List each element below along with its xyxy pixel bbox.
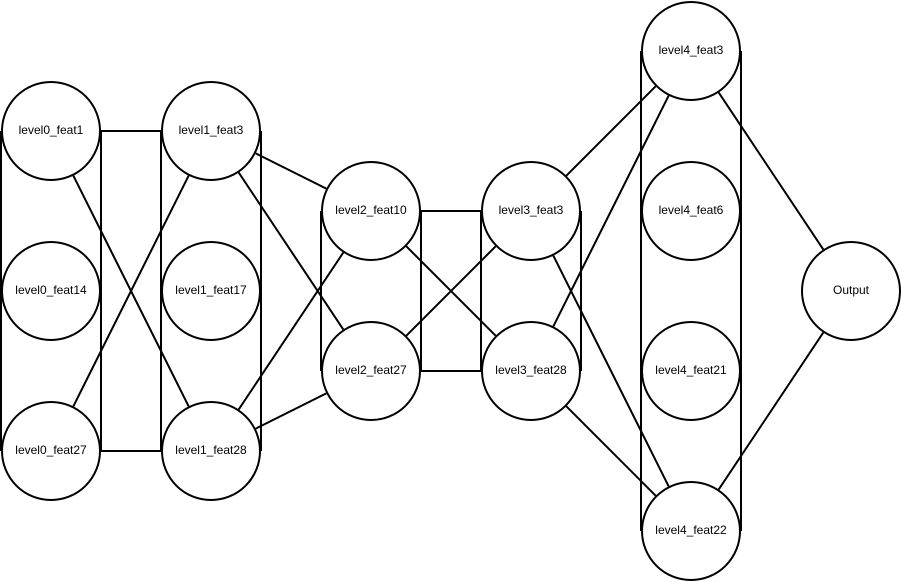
- node-l4_f3: level4_feat3: [641, 1, 741, 101]
- edge-l3_f28-to-l4_f3: [552, 95, 670, 327]
- node-circle: [321, 321, 421, 421]
- node-label: level2_feat10: [335, 203, 407, 217]
- node-circle: [161, 81, 261, 181]
- node-label: level1_feat28: [175, 443, 247, 457]
- node-l4_f21: level4_feat21: [641, 321, 741, 421]
- edge-l1_f3-to-l2_f10: [255, 152, 327, 190]
- node-label: level3_feat3: [499, 203, 564, 217]
- edge-l4_f3-to-out: [717, 92, 825, 250]
- node-label: level4_feat6: [659, 203, 724, 217]
- edge-l3_f3-to-l4_f22: [552, 255, 670, 487]
- node-circle: [161, 401, 261, 501]
- edge-l3_f28-to-l4_f22: [565, 405, 657, 497]
- node-l1_f17: level1_feat17: [161, 241, 261, 341]
- node-l2_f10: level2_feat10: [321, 161, 421, 261]
- node-l2_f27: level2_feat27: [321, 321, 421, 421]
- node-circle: [641, 481, 741, 581]
- node-l1_f3: level1_feat3: [161, 81, 261, 181]
- node-label: level2_feat27: [335, 363, 407, 377]
- node-label: Output: [833, 283, 870, 297]
- edges-layer: [0, 51, 825, 531]
- node-circle: [1, 241, 101, 341]
- node-circle: [481, 321, 581, 421]
- node-circle: [161, 241, 261, 341]
- node-circle: [641, 161, 741, 261]
- node-l0_f14: level0_feat14: [1, 241, 101, 341]
- node-label: level4_feat21: [655, 363, 727, 377]
- edge-l1_f28-to-l2_f10: [237, 252, 345, 410]
- node-label: level0_feat27: [15, 443, 87, 457]
- node-label: level4_feat22: [655, 523, 727, 537]
- node-l3_f28: level3_feat28: [481, 321, 581, 421]
- node-l4_f6: level4_feat6: [641, 161, 741, 261]
- node-l0_f27: level0_feat27: [1, 401, 101, 501]
- node-label: level1_feat17: [175, 283, 247, 297]
- edge-l3_f3-to-l4_f3: [565, 85, 657, 177]
- node-circle: [481, 161, 581, 261]
- node-label: level0_feat14: [15, 283, 87, 297]
- node-l1_f28: level1_feat28: [161, 401, 261, 501]
- node-circle: [641, 1, 741, 101]
- node-label: level1_feat3: [179, 123, 244, 137]
- edge-l4_f22-to-out: [717, 332, 825, 490]
- node-l4_f22: level4_feat22: [641, 481, 741, 581]
- node-circle: [801, 241, 901, 341]
- node-label: level3_feat28: [495, 363, 567, 377]
- node-circle: [1, 81, 101, 181]
- edge-l1_f28-to-l2_f27: [255, 392, 327, 430]
- node-circle: [1, 401, 101, 501]
- node-out: Output: [801, 241, 901, 341]
- node-l0_f1: level0_feat1: [1, 81, 101, 181]
- node-circle: [321, 161, 421, 261]
- edge-l1_f3-to-l2_f27: [237, 172, 345, 330]
- node-label: level0_feat1: [19, 123, 84, 137]
- node-circle: [641, 321, 741, 421]
- node-label: level4_feat3: [659, 43, 724, 57]
- node-l3_f3: level3_feat3: [481, 161, 581, 261]
- edge-l0_f27-to-l1_f3: [72, 175, 190, 407]
